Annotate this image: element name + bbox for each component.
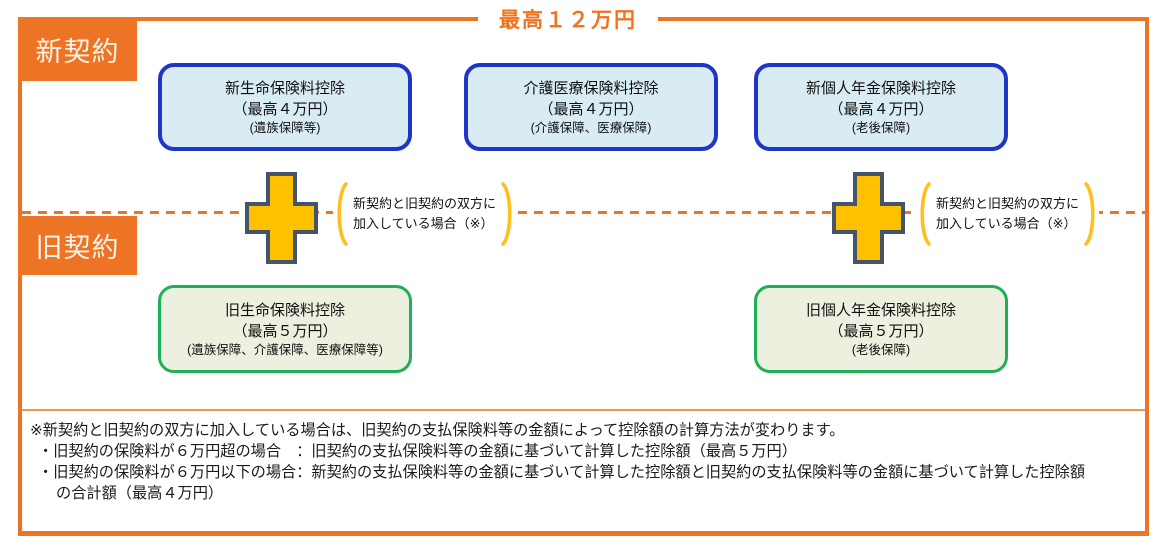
close-paren-icon: [501, 182, 512, 246]
box-title: 新生命保険料控除: [224, 79, 345, 97]
box-new-life-deduction: 新生命保険料控除 （最高４万円） (遺族保障等): [158, 63, 412, 151]
note-line-1: 新契約と旧契約の双方に: [353, 196, 497, 211]
box-coverage: (介護保障、医療保障): [530, 120, 652, 135]
box-old-pension-deduction: 旧個人年金保険料控除 （最高５万円） (老後保障): [754, 285, 1008, 373]
box-max-amount: （最高５万円）: [828, 322, 934, 340]
top-rule-left-segment: [18, 17, 478, 21]
plus-icon: [832, 172, 905, 264]
box-title: 旧生命保険料控除: [224, 301, 345, 319]
note-line-1: 新契約と旧契約の双方に: [936, 196, 1080, 211]
row-label-new-contract: 新契約: [18, 18, 137, 81]
footnote-line-1: ※新契約と旧契約の双方に加入している場合は、旧契約の支払保険料等の金額によって控…: [30, 422, 845, 439]
box-coverage: (老後保障): [851, 120, 911, 135]
open-paren-icon: [920, 182, 931, 246]
box-old-life-deduction: 旧生命保険料控除 （最高５万円） (遺族保障、介護保障、医療保障等): [158, 285, 412, 373]
box-title: 新個人年金保険料控除: [805, 79, 956, 97]
outer-frame: [18, 18, 1149, 536]
note-line-2: 加入している場合（※）: [353, 216, 494, 231]
box-coverage: (遺族保障等): [249, 120, 321, 135]
open-paren-icon: [337, 182, 348, 246]
footnote-line-2: ・旧契約の保険料が６万円超の場合 ：旧契約の支払保険料等の金額に基づいて計算した…: [38, 443, 797, 460]
footnote-line-4: の合計額（最高４万円）: [56, 485, 224, 502]
box-care-medical-deduction: 介護医療保険料控除 （最高４万円） (介護保障、医療保障): [464, 63, 718, 151]
both-contracts-note-text: 新契約と旧契約の双方に 加入している場合（※）: [348, 194, 501, 234]
both-contracts-note-text: 新契約と旧契約の双方に 加入している場合（※）: [931, 194, 1084, 234]
box-max-amount: （最高４万円）: [538, 100, 644, 118]
row-label-old-text: 旧契約: [35, 233, 120, 263]
diagram-title: 最高１２万円: [499, 9, 637, 32]
box-title: 介護医療保険料控除: [523, 79, 659, 97]
row-label-old-contract: 旧契約: [18, 216, 137, 275]
box-coverage: (遺族保障、介護保障、医療保障等): [187, 342, 383, 357]
box-new-pension-deduction: 新個人年金保険料控除 （最高４万円） (老後保障): [754, 63, 1008, 151]
box-coverage: (老後保障): [851, 342, 911, 357]
note-line-2: 加入している場合（※）: [936, 216, 1077, 231]
footnote: ※新契約と旧契約の双方に加入している場合は、旧契約の支払保険料等の金額によって控…: [30, 420, 1135, 504]
top-rule: 最高１２万円: [18, 5, 1149, 33]
box-max-amount: （最高４万円）: [828, 100, 934, 118]
dashed-separator-line: [22, 211, 1145, 214]
box-max-amount: （最高５万円）: [232, 322, 338, 340]
top-rule-right-segment: [658, 17, 1149, 21]
footnote-divider: [22, 409, 1145, 411]
row-label-new-text: 新契約: [35, 37, 120, 67]
both-contracts-note-right: 新契約と旧契約の双方に 加入している場合（※）: [916, 182, 1100, 246]
box-title: 旧個人年金保険料控除: [805, 301, 956, 319]
footnote-line-3: ・旧契約の保険料が６万円以下の場合：新契約の支払保険料等の金額に基づいて計算した…: [38, 464, 1086, 481]
both-contracts-note-left: 新契約と旧契約の双方に 加入している場合（※）: [333, 182, 517, 246]
box-max-amount: （最高４万円）: [232, 100, 338, 118]
plus-icon: [245, 172, 318, 264]
close-paren-icon: [1084, 182, 1095, 246]
